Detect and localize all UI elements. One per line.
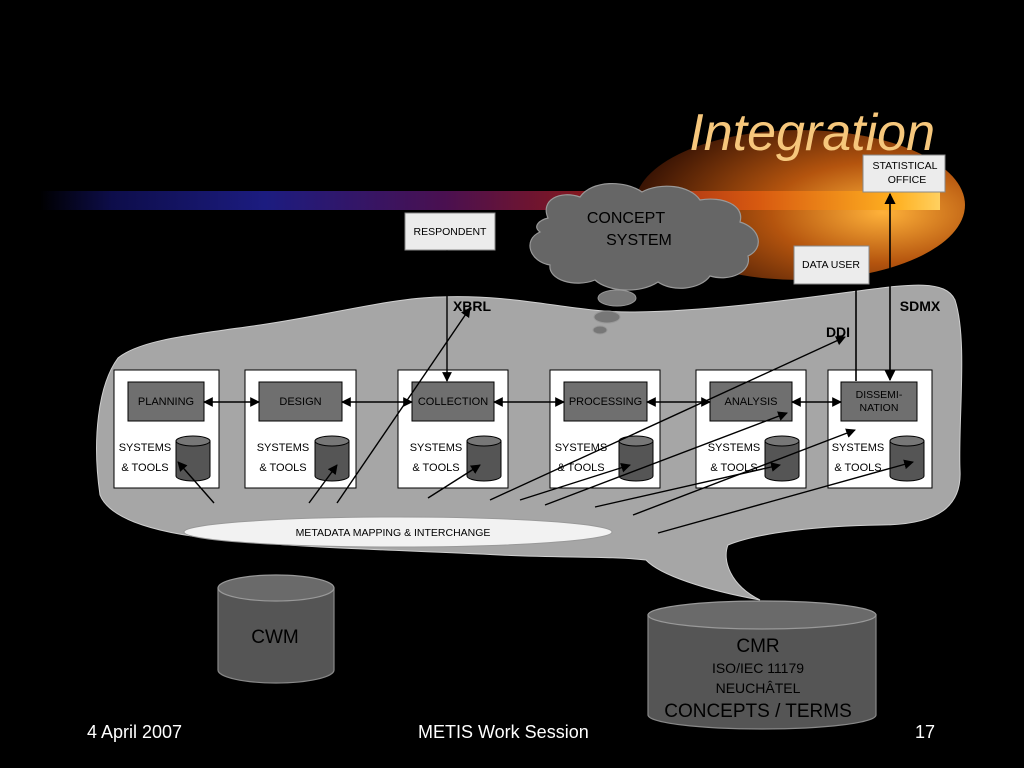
cmr-line-4: CONCEPTS / TERMS — [664, 701, 852, 722]
database-icon — [466, 435, 502, 482]
systems-tools-label: & TOOLS — [710, 462, 757, 474]
database-icon — [314, 435, 350, 482]
phase-box — [258, 381, 343, 422]
database-icon — [889, 435, 925, 482]
systems-tools-label: SYSTEMS — [410, 442, 463, 454]
mapping-collection-arrow — [427, 464, 481, 499]
systems-tools-label: SYSTEMS — [708, 442, 761, 454]
systems-tools-label: & TOOLS — [121, 462, 168, 474]
metadata-mapping-label: METADATA MAPPING & INTERCHANGE — [296, 527, 491, 539]
cmr-line-1: CMR — [736, 636, 779, 657]
footer-event: METIS Work Session — [418, 722, 589, 742]
systems-tools-label: & TOOLS — [834, 462, 881, 474]
phase-box — [840, 381, 918, 422]
mapping-analysis-arrow — [544, 411, 788, 506]
respondent-label: RESPONDENT — [414, 226, 488, 238]
xbrl-arrow — [336, 307, 471, 504]
ddi-label: DDI — [826, 324, 850, 340]
concept-system-cloud: CONCEPT SYSTEM — [529, 182, 759, 335]
phase-name: COLLECTION — [418, 396, 488, 408]
systems-tools-label: & TOOLS — [259, 462, 306, 474]
sdmx-label: SDMX — [900, 298, 941, 314]
data-user-box: DATA USER — [793, 245, 870, 285]
cmr-dissemination-arrow — [632, 428, 856, 516]
mapping-analysis-db-arrow — [594, 462, 781, 508]
footer-page-number: 17 — [915, 722, 936, 742]
phase-name: PLANNING — [138, 396, 194, 408]
respondent-box: RESPONDENT — [404, 212, 496, 251]
statistical-office-line-1: STATISTICAL — [873, 160, 938, 172]
cwm-label: CWM — [251, 627, 298, 648]
systems-tools-label: & TOOLS — [557, 462, 604, 474]
mapping-planning-arrow — [177, 461, 215, 504]
cmr-line-3: NEUCHÂTEL — [716, 680, 801, 696]
connector-lines — [177, 192, 914, 534]
phase-name-line: DISSEMI- — [856, 389, 903, 401]
database-icon — [175, 435, 211, 482]
phase-6: DISSEMI-NATION SYSTEMS & TOOLS — [827, 369, 933, 489]
phase-name: DESIGN — [279, 396, 321, 408]
mapping-design-arrow — [308, 464, 338, 504]
phase-box — [411, 381, 495, 422]
slide-title: Integration — [689, 104, 935, 162]
phase-name: PROCESSING — [569, 396, 642, 408]
systems-tools-label: SYSTEMS — [257, 442, 310, 454]
phase-2: DESIGN SYSTEMS & TOOLS — [244, 369, 357, 489]
concept-system-line-1: CONCEPT — [587, 210, 665, 227]
ddi-arrow — [489, 336, 846, 501]
data-user-label: DATA USER — [802, 259, 860, 271]
cwm-repository: CWM — [217, 574, 335, 684]
cmr-dissemination-db-arrow — [657, 459, 914, 534]
phase-name: ANALYSIS — [725, 396, 778, 408]
cmr-repository: CMR ISO/IEC 11179 NEUCHÂTEL CONCEPTS / T… — [647, 600, 877, 730]
metadata-mapping: METADATA MAPPING & INTERCHANGE — [183, 516, 613, 548]
footer-date: 4 April 2007 — [87, 722, 183, 742]
mapping-processing-arrow — [519, 463, 631, 501]
systems-tools-label: SYSTEMS — [555, 442, 608, 454]
xbrl-label: XBRL — [453, 298, 492, 314]
systems-tools-label: SYSTEMS — [119, 442, 172, 454]
statistical-office-line-2: OFFICE — [888, 174, 927, 186]
systems-tools-label: SYSTEMS — [832, 442, 885, 454]
phase-1: PLANNING SYSTEMS & TOOLS — [113, 369, 220, 489]
systems-tools-label: & TOOLS — [412, 462, 459, 474]
phase-3: COLLECTION SYSTEMS & TOOLS — [397, 369, 509, 489]
concept-system-line-2: SYSTEM — [606, 232, 672, 249]
phase-box — [127, 381, 205, 422]
phase-box — [563, 381, 648, 422]
phase-name-line: NATION — [860, 402, 899, 414]
cmr-line-2: ISO/IEC 11179 — [712, 660, 804, 676]
statistical-office-box: STATISTICAL OFFICE — [862, 154, 946, 193]
